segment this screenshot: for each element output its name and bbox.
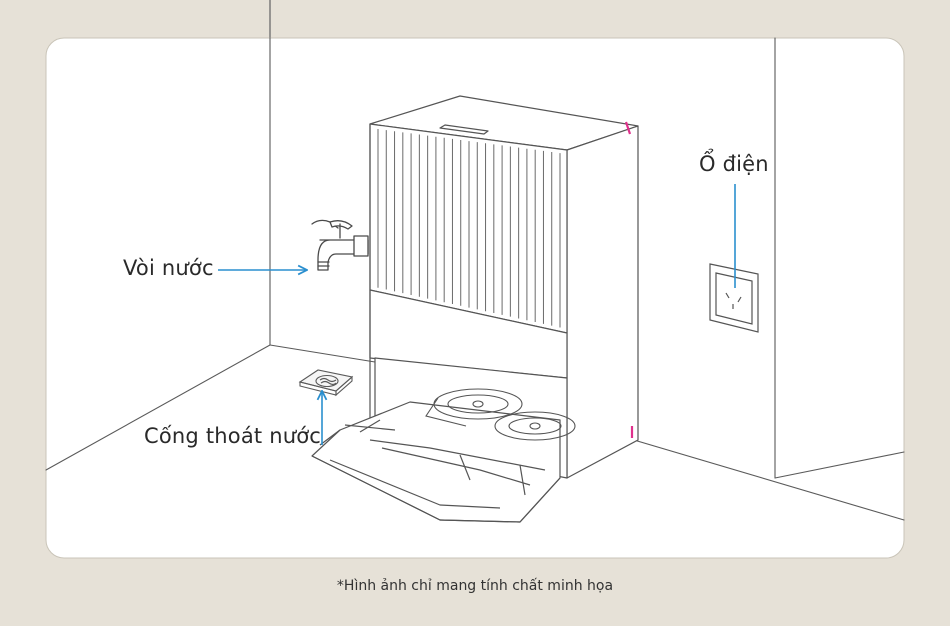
faucet-label: Vòi nước (123, 256, 214, 280)
faucet-icon (311, 219, 369, 271)
illustration-caption: *Hình ảnh chỉ mang tính chất minh họa (336, 578, 614, 594)
power-outlet-icon (709, 263, 759, 333)
mop-pads (425, 388, 576, 441)
drain-label: Cống thoát nước (144, 424, 322, 448)
accent-marks (624, 121, 634, 438)
outlet-label: Ổ điện (699, 152, 769, 176)
vent-ribs (377, 129, 561, 328)
room-lines (45, 37, 905, 521)
floor-drain-icon (298, 369, 354, 397)
